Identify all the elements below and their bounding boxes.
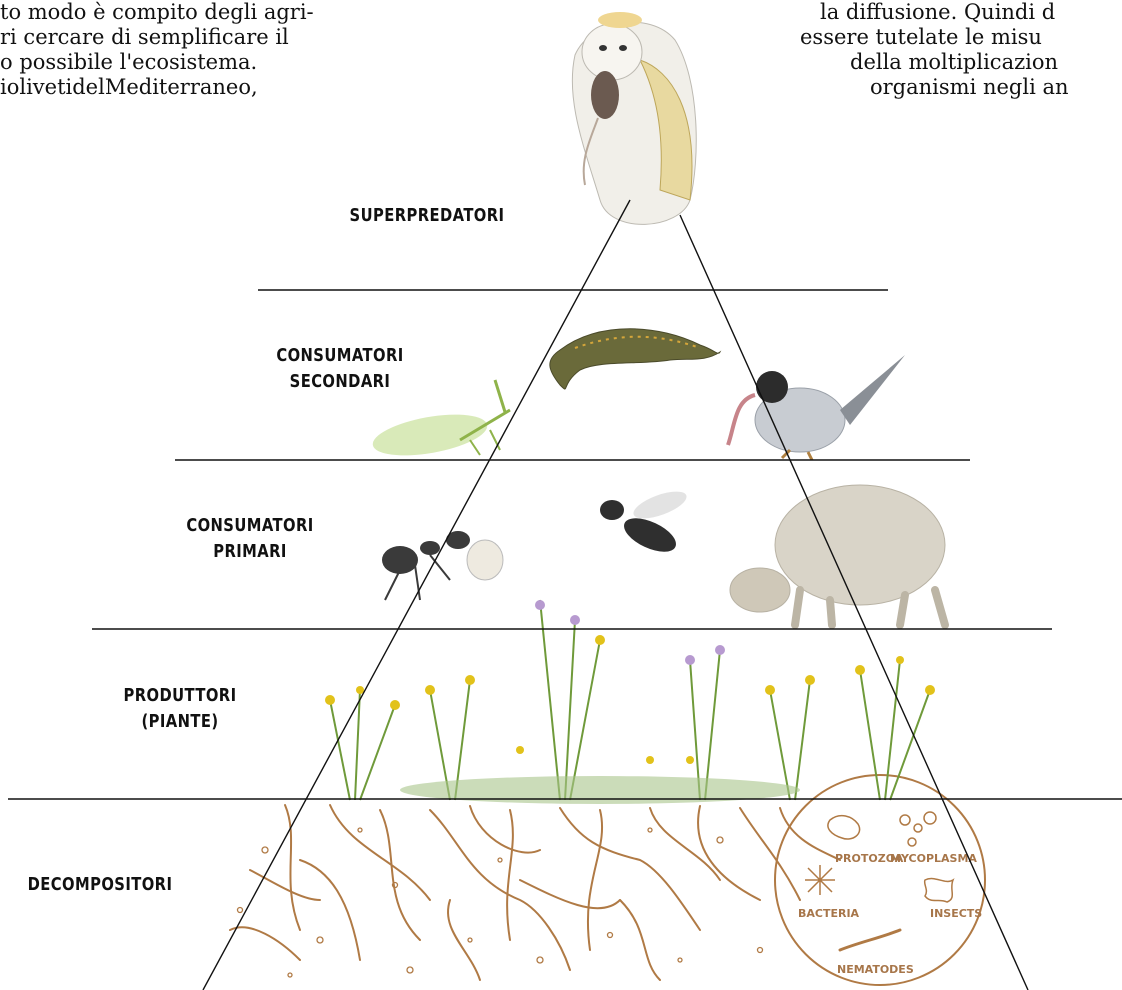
- ant-icon: [382, 531, 503, 600]
- soil-microorganisms-icon: PROTOZOA MYCOPLASMA BACTERIA INSECTS NEM…: [775, 775, 985, 985]
- level-label-consumatori-secondari: CONSUMATORI SECONDARI: [262, 343, 418, 395]
- level-label-decompositori: DECOMPOSITORI: [18, 872, 182, 898]
- level-label-produttori: PRODUTTORI (PIANTE): [110, 683, 249, 735]
- mycoplasma-label: MYCOPLASMA: [890, 852, 977, 865]
- bee-icon: [600, 486, 690, 559]
- pyramid-right-edge: [680, 215, 1028, 990]
- level-label-consumatori-primari: CONSUMATORI PRIMARI: [172, 513, 328, 565]
- pyramid-left-edge: [203, 200, 630, 990]
- roots-icon: [230, 805, 840, 980]
- level-label-superpredatori: SUPERPREDATORI: [341, 203, 513, 229]
- warbler-with-worm-icon: [728, 355, 905, 460]
- soil-particles-icon: [238, 828, 763, 977]
- nematodes-label: NEMATODES: [837, 963, 914, 976]
- herbaceous-plants-icon: [325, 600, 935, 804]
- barn-owl-with-mouse-icon: [572, 12, 696, 224]
- bacteria-label: BACTERIA: [798, 907, 860, 920]
- salamander-icon: [550, 329, 720, 389]
- sheep-icon: [730, 485, 945, 625]
- insects-label: INSECTS: [930, 907, 982, 920]
